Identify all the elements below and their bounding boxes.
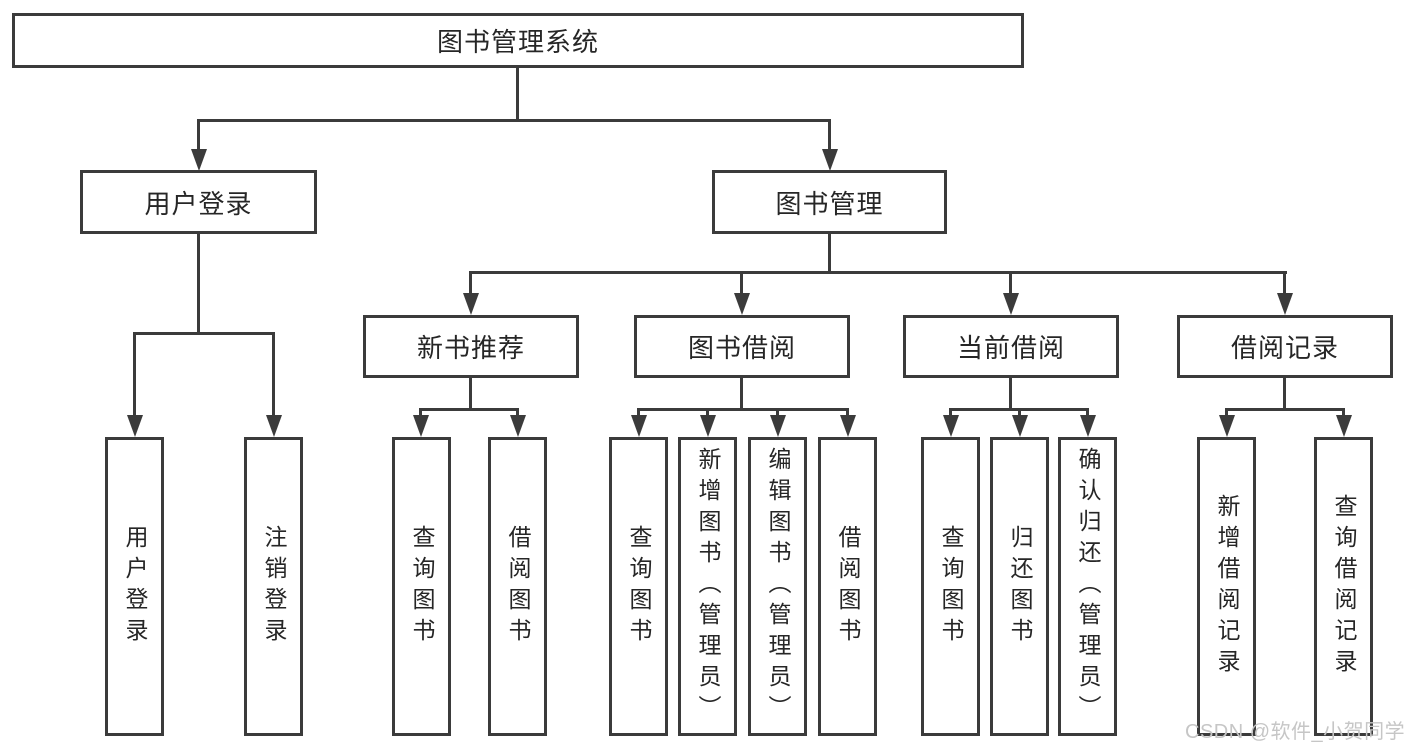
connector-drop xyxy=(637,408,640,418)
arrow-down-icon xyxy=(1003,293,1019,315)
connector-drop xyxy=(949,408,952,418)
connector-drop-leaf-user-login xyxy=(133,332,136,418)
leaf-cb-query-book: 查询图书 xyxy=(921,437,980,736)
connector-borrow-records-stem xyxy=(1283,378,1286,410)
connector-root-bar xyxy=(197,119,831,122)
node-current-borrow: 当前借阅 xyxy=(903,315,1119,378)
leaf-bb-edit-book-label: 编辑图书（管理员） xyxy=(765,447,791,726)
node-book-borrow: 图书借阅 xyxy=(634,315,850,378)
arrow-down-icon xyxy=(1336,415,1352,437)
connector-book-management-bar xyxy=(469,271,1287,274)
node-root: 图书管理系统 xyxy=(12,13,1024,68)
arrow-down-icon xyxy=(1080,415,1096,437)
leaf-cb-return-book-label: 归还图书 xyxy=(1007,524,1033,649)
connector-drop xyxy=(846,408,849,418)
arrow-down-icon xyxy=(631,415,647,437)
connector-drop-book-management xyxy=(828,119,831,152)
leaf-br-query-record-label: 查询借阅记录 xyxy=(1331,493,1357,680)
connector-drop-book-borrow xyxy=(740,271,743,295)
leaf-br-add-record-label: 新增借阅记录 xyxy=(1214,493,1240,680)
arrow-down-icon xyxy=(463,293,479,315)
connector-root-stem xyxy=(516,68,519,121)
arrow-down-icon xyxy=(770,415,786,437)
arrow-down-icon xyxy=(822,149,838,171)
node-borrow-records-label: 借阅记录 xyxy=(1230,333,1339,363)
node-book-management-label: 图书管理 xyxy=(775,188,884,219)
arrow-down-icon xyxy=(266,415,282,437)
node-borrow-records: 借阅记录 xyxy=(1177,315,1393,378)
leaf-br-query-record: 查询借阅记录 xyxy=(1314,437,1373,736)
connector-book-borrow-bar xyxy=(637,408,849,411)
arrow-down-icon xyxy=(191,149,207,171)
arrow-down-icon xyxy=(1219,415,1235,437)
node-current-borrow-label: 当前借阅 xyxy=(956,333,1065,363)
leaf-bb-borrow-book-label: 借阅图书 xyxy=(835,524,861,649)
leaf-logout-label: 注销登录 xyxy=(261,524,287,649)
arrow-down-icon xyxy=(127,415,143,437)
csdn-watermark: CSDN @软件_小贺同学 xyxy=(1185,721,1405,743)
arrow-down-icon xyxy=(1277,293,1293,315)
node-new-book-recommend-label: 新书推荐 xyxy=(416,333,525,363)
leaf-bb-query-book: 查询图书 xyxy=(609,437,668,736)
arrow-down-icon xyxy=(943,415,959,437)
leaf-bb-borrow-book: 借阅图书 xyxy=(818,437,877,736)
connector-drop xyxy=(1342,408,1345,418)
node-new-book-recommend: 新书推荐 xyxy=(363,315,579,378)
leaf-cb-confirm-return-label: 确认归还（管理员） xyxy=(1075,447,1101,726)
connector-new-book-bar xyxy=(419,408,519,411)
leaf-user-login: 用户登录 xyxy=(105,437,164,736)
arrow-down-icon xyxy=(734,293,750,315)
leaf-nbr-borrow-book-label: 借阅图书 xyxy=(505,524,531,649)
connector-drop-current-borrow xyxy=(1009,271,1012,295)
leaf-cb-confirm-return: 确认归还（管理员） xyxy=(1058,437,1117,736)
connector-drop xyxy=(1225,408,1228,418)
connector-drop xyxy=(776,408,779,418)
connector-drop-leaf-logout xyxy=(272,332,275,418)
node-user-login: 用户登录 xyxy=(80,170,317,234)
node-book-management: 图书管理 xyxy=(712,170,947,234)
leaf-logout: 注销登录 xyxy=(244,437,303,736)
connector-drop-new-book xyxy=(469,271,472,295)
leaf-nbr-query-book: 查询图书 xyxy=(392,437,451,736)
leaf-user-login-label: 用户登录 xyxy=(122,524,148,649)
connector-borrow-records-bar xyxy=(1225,408,1345,411)
connector-user-login-bar xyxy=(133,332,275,335)
leaf-nbr-query-book-label: 查询图书 xyxy=(409,524,435,649)
leaf-cb-return-book: 归还图书 xyxy=(990,437,1049,736)
connector-book-management-stem xyxy=(828,234,831,273)
connector-drop xyxy=(1086,408,1089,418)
arrow-down-icon xyxy=(413,415,429,437)
leaf-bb-query-book-label: 查询图书 xyxy=(626,524,652,649)
leaf-nbr-borrow-book: 借阅图书 xyxy=(488,437,547,736)
leaf-br-add-record: 新增借阅记录 xyxy=(1197,437,1256,736)
connector-new-book-stem xyxy=(469,378,472,410)
leaf-bb-add-book: 新增图书（管理员） xyxy=(678,437,737,736)
arrow-down-icon xyxy=(840,415,856,437)
connector-user-login-stem xyxy=(197,234,200,334)
arrow-down-icon xyxy=(700,415,716,437)
connector-current-borrow-stem xyxy=(1009,378,1012,410)
connector-drop xyxy=(1018,408,1021,418)
leaf-bb-add-book-label: 新增图书（管理员） xyxy=(695,447,721,726)
connector-drop xyxy=(706,408,709,418)
leaf-cb-query-book-label: 查询图书 xyxy=(938,524,964,649)
connector-drop xyxy=(419,408,422,418)
arrow-down-icon xyxy=(1012,415,1028,437)
connector-book-borrow-stem xyxy=(740,378,743,410)
node-book-borrow-label: 图书借阅 xyxy=(687,333,796,363)
node-root-label: 图书管理系统 xyxy=(436,27,599,57)
connector-drop-borrow-records xyxy=(1283,271,1286,295)
connector-drop xyxy=(516,408,519,418)
node-user-login-label: 用户登录 xyxy=(144,188,253,219)
arrow-down-icon xyxy=(510,415,526,437)
connector-drop-user-login xyxy=(197,119,200,152)
leaf-bb-edit-book: 编辑图书（管理员） xyxy=(748,437,807,736)
